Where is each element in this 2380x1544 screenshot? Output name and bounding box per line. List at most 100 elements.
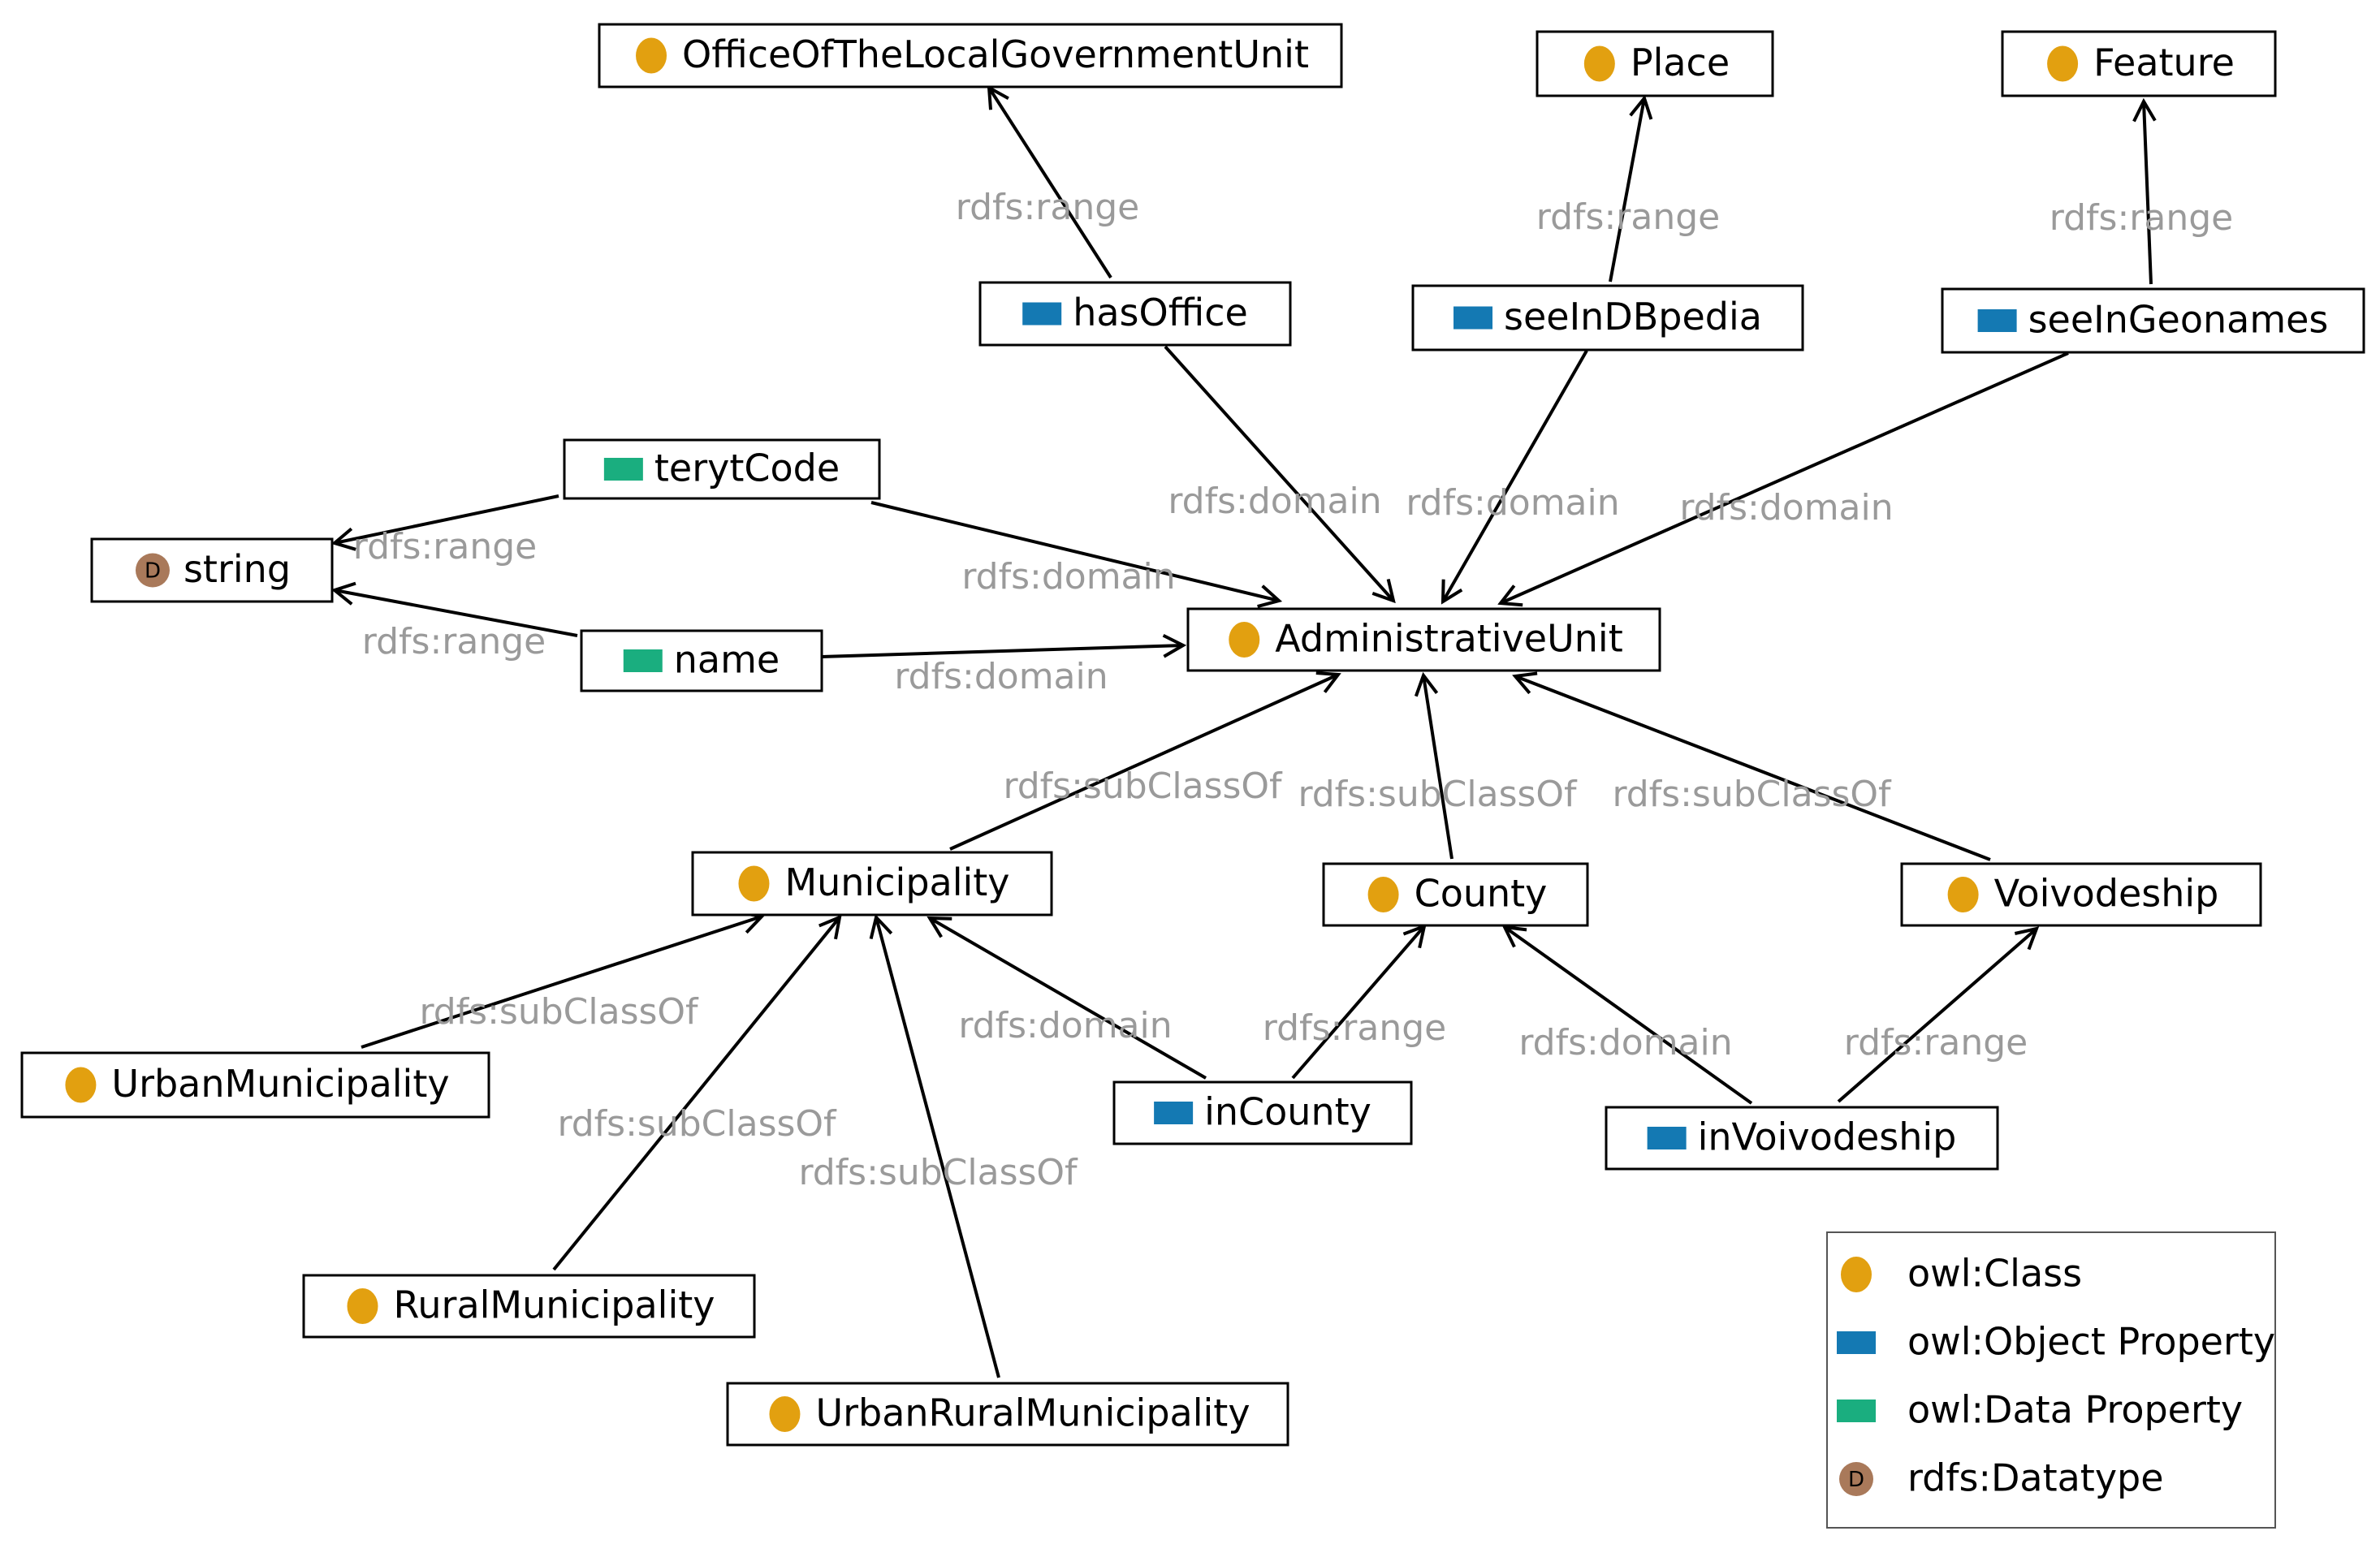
edge-terytCode-to-adminUnit: [870, 501, 1279, 601]
class-circle-icon: [1229, 622, 1260, 658]
node-label: RuralMunicipality: [394, 1283, 715, 1327]
legend-item-object: owl:Object Property: [1837, 1320, 2275, 1364]
node-label: Voivodeship: [1994, 872, 2219, 916]
edge-label: rdfs:range: [1263, 1007, 1446, 1049]
edge-hasOffice-to-adminUnit: [1164, 345, 1393, 601]
legend-label: rdfs:Datatype: [1907, 1456, 2164, 1500]
class-circle-icon: [1947, 877, 1979, 912]
object-property-rect-icon: [1647, 1127, 1687, 1149]
legend-label: owl:Object Property: [1907, 1320, 2275, 1364]
class-circle-icon: [769, 1396, 801, 1432]
node-label: UrbanRuralMunicipality: [815, 1391, 1250, 1435]
object-property-rect-icon: [1022, 302, 1062, 326]
node-ruralMun[interactable]: RuralMunicipality: [302, 1274, 756, 1339]
node-urbanRuralMun[interactable]: UrbanRuralMunicipality: [726, 1382, 1289, 1447]
edge-label: rdfs:domain: [1168, 481, 1381, 522]
edge-label: rdfs:domain: [958, 1005, 1172, 1046]
edge-label: rdfs:range: [353, 526, 537, 567]
edge-name-to-string: [335, 590, 578, 637]
legend-frame: [1826, 1231, 2276, 1529]
object-property-rect-icon: [1453, 306, 1493, 330]
legend: owl:Class owl:Object Property owl:Data Pro…: [1826, 1231, 2276, 1529]
edge-label: rdfs:domain: [961, 556, 1175, 597]
node-place[interactable]: Place: [1536, 30, 1774, 97]
data-property-rect-icon: [623, 649, 663, 672]
node-hasOffice[interactable]: hasOffice: [978, 281, 1292, 347]
node-seeInDBpedia[interactable]: seeInDBpedia: [1411, 284, 1804, 351]
edge-ruralMun-to-municipality: [552, 917, 840, 1271]
edge-label: rdfs:range: [956, 187, 1139, 228]
class-circle-icon: [738, 865, 770, 902]
node-label: UrbanMunicipality: [111, 1062, 449, 1106]
node-seeInGeonames[interactable]: seeInGeonames: [1941, 287, 2365, 354]
node-label: string: [184, 547, 291, 591]
edge-name-to-adminUnit: [821, 645, 1183, 658]
datatype-d-circle-icon: D: [1839, 1462, 1873, 1496]
svg-text:D: D: [1848, 1468, 1864, 1492]
node-label: inCounty: [1204, 1090, 1371, 1134]
legend-item-class: owl:Class: [1841, 1252, 2082, 1296]
node-feature[interactable]: Feature: [2001, 30, 2277, 97]
class-circle-icon: [1841, 1257, 1872, 1292]
object-property-rect-icon: [1977, 309, 2017, 332]
class-circle-icon: [1367, 877, 1399, 912]
edge-seeInGeonames-to-adminUnit: [1501, 351, 2069, 603]
node-inVoivodeship[interactable]: inVoivodeship: [1605, 1106, 1999, 1171]
edge-urbanMun-to-municipality: [361, 916, 762, 1049]
class-circle-icon: [65, 1067, 97, 1103]
node-municipality[interactable]: Municipality: [691, 851, 1053, 916]
node-inCounty[interactable]: inCounty: [1112, 1080, 1413, 1145]
node-label: seeInGeonames: [2028, 298, 2329, 342]
class-circle-icon: [1583, 45, 1615, 82]
edge-label: rdfs:domain: [1406, 482, 1619, 524]
edge-label: rdfs:subClassOf: [1612, 774, 1892, 815]
data-property-rect-icon: [1837, 1400, 1876, 1422]
node-county[interactable]: County: [1322, 862, 1589, 927]
svg-text:D: D: [145, 559, 161, 584]
object-property-rect-icon: [1837, 1331, 1876, 1354]
legend-label: owl:Class: [1907, 1252, 2082, 1296]
node-label: AdministrativeUnit: [1275, 617, 1622, 661]
edge-label: rdfs:domain: [1518, 1022, 1732, 1063]
edge-seeInDBpedia-to-place: [1609, 98, 1644, 282]
edge-label: rdfs:range: [1844, 1022, 2028, 1063]
node-office[interactable]: OfficeOfTheLocalGovernmentUnit: [598, 23, 1343, 88]
node-adminUnit[interactable]: AdministrativeUnit: [1186, 607, 1661, 672]
class-circle-icon: [2047, 45, 2079, 82]
edge-label: rdfs:range: [362, 621, 546, 662]
edge-label: rdfs:subClassOf: [557, 1103, 837, 1145]
edge-hasOffice-to-office: [989, 88, 1112, 279]
nodes: OfficeOfTheLocalGovernmentUnit Place Featu…: [20, 23, 2365, 1447]
node-label: name: [674, 638, 780, 682]
edge-label: rdfs:domain: [894, 656, 1108, 697]
edge-label: rdfs:subClassOf: [1003, 766, 1283, 807]
edge-inCounty-to-county: [1291, 926, 1424, 1080]
node-label: County: [1415, 872, 1548, 916]
data-property-rect-icon: [603, 458, 643, 481]
edge-inCounty-to-municipality: [930, 918, 1207, 1080]
node-name[interactable]: name: [580, 629, 823, 692]
edge-urbanRuralMun-to-municipality: [876, 917, 1000, 1378]
class-circle-icon: [347, 1288, 378, 1324]
node-urbanMun[interactable]: UrbanMunicipality: [20, 1051, 490, 1119]
node-terytCode[interactable]: terytCode: [563, 438, 881, 500]
node-voivodeship[interactable]: Voivodeship: [1900, 862, 2262, 927]
node-label: Municipality: [784, 860, 1009, 904]
legend-item-data: owl:Data Property: [1837, 1388, 2243, 1432]
edge-label: rdfs:range: [1536, 196, 1720, 238]
node-label: OfficeOfTheLocalGovernmentUnit: [682, 32, 1309, 76]
datatype-d-circle-icon: D: [135, 553, 170, 588]
edges: rdfs:range rdfs:range rdfs:range rdfs:domai…: [335, 88, 2233, 1378]
node-label: Feature: [2093, 41, 2235, 84]
edge-county-to-adminUnit: [1423, 675, 1453, 860]
edge-voivodeship-to-adminUnit: [1515, 676, 1991, 861]
object-property-rect-icon: [1154, 1102, 1194, 1124]
node-label: inVoivodeship: [1698, 1115, 1957, 1159]
node-string[interactable]: string D: [90, 537, 334, 603]
edge-label: rdfs:range: [2050, 197, 2233, 239]
edge-municipality-to-adminUnit: [949, 675, 1338, 851]
node-label: terytCode: [654, 446, 840, 490]
node-label: Place: [1631, 41, 1730, 84]
